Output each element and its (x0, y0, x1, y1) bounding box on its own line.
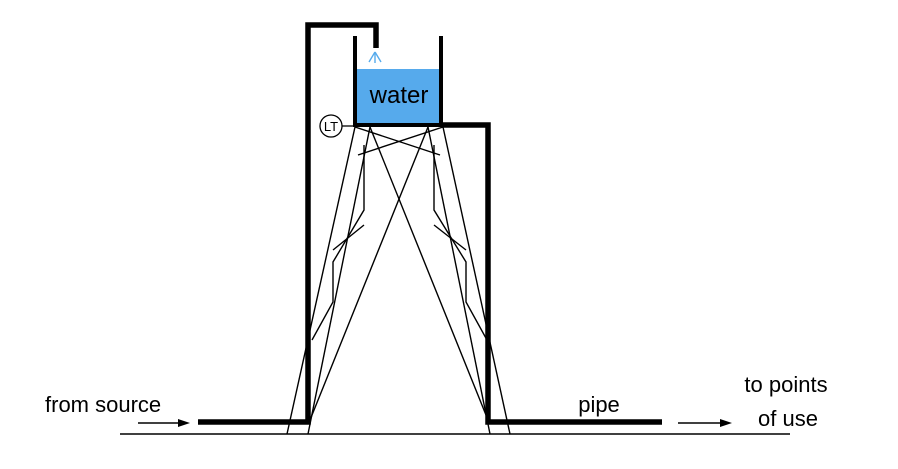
instrument-bubble-icon (319, 114, 343, 138)
water-fill (357, 69, 441, 125)
water-label: water (369, 82, 429, 109)
tower-frame (286, 126, 511, 435)
pipe-outlet-downcomer (441, 122, 662, 425)
inlet-label: from source (45, 392, 161, 417)
tower-brace-left (311, 145, 365, 341)
tower-brace-cross-2 (357, 126, 444, 156)
transmitter-label: LT (324, 119, 338, 134)
spray-icon (368, 51, 382, 63)
tower-brace-right (433, 145, 488, 341)
tower-brace-strut-2 (433, 224, 467, 251)
tower-brace-diagonal-1 (369, 126, 489, 421)
tower-leg-left-outer (286, 126, 356, 435)
pipe-inlet-riser (198, 22, 379, 425)
arrow-right-icon (138, 419, 190, 427)
arrow-right-icon (678, 419, 732, 427)
tower-brace-cross-1 (354, 126, 441, 156)
tower-brace-strut-1 (332, 224, 365, 251)
tower-leg-right-outer (442, 126, 511, 435)
tower-leg-right-inner (427, 126, 491, 435)
pipe-label: pipe (578, 392, 620, 417)
outlet-label-line1: to points (744, 372, 827, 397)
tower-leg-left-inner (307, 126, 371, 435)
outlet-label-line2: of use (758, 406, 818, 431)
tank (353, 36, 443, 127)
tower-brace-diagonal-2 (309, 126, 429, 421)
